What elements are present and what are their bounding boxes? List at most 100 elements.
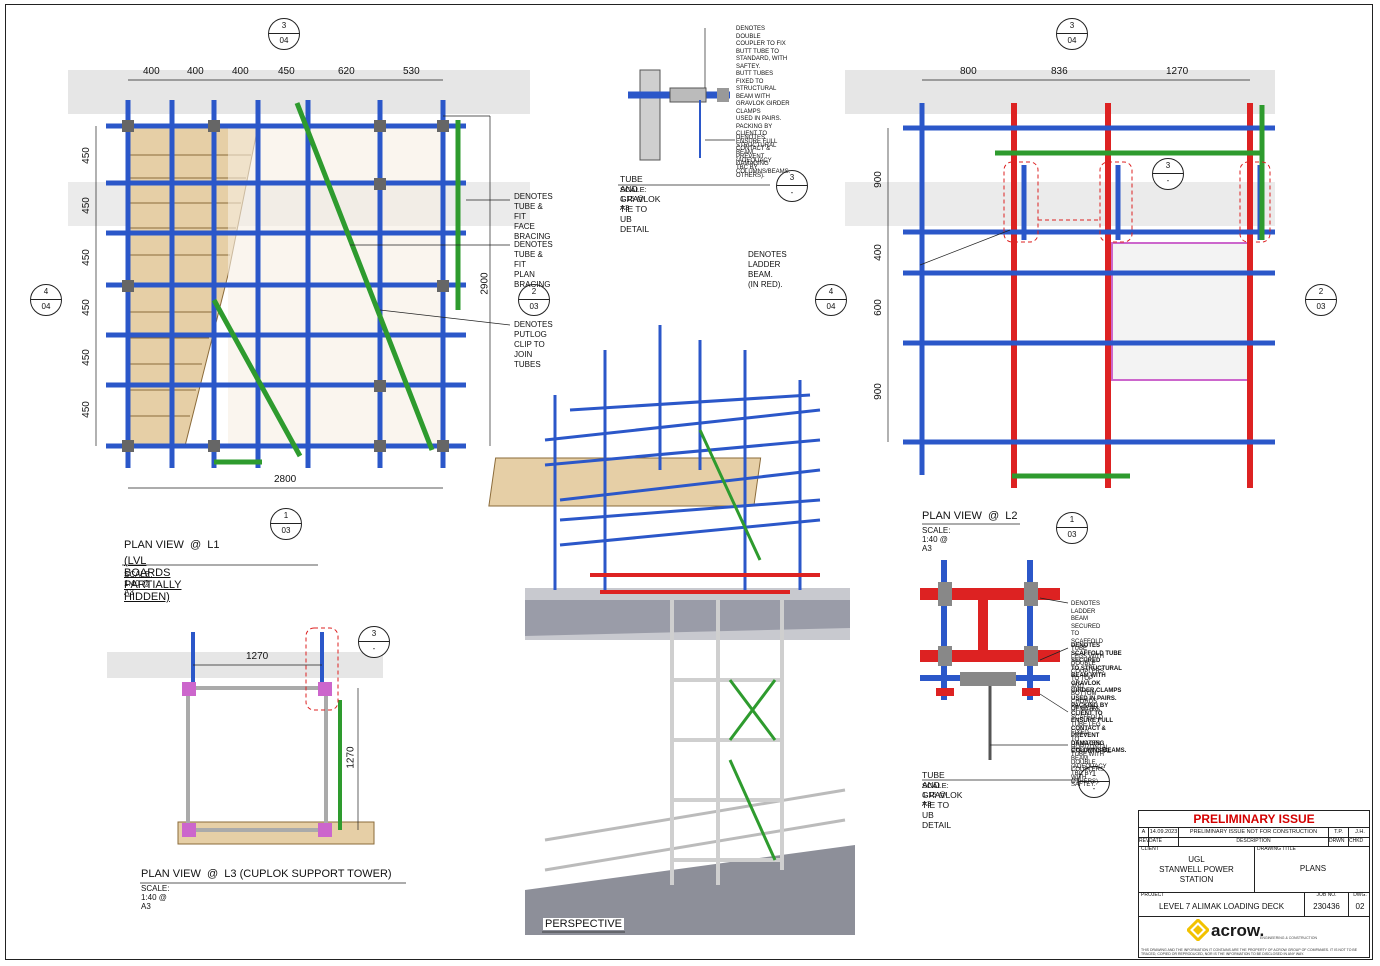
description-header: DESCRIPTION <box>1179 837 1329 846</box>
l1-dim-overall-height: 2900 <box>479 272 491 295</box>
note-line: DENOTES PUTLOG <box>514 320 553 339</box>
project-row: PROJECT LEVEL 7 ALIMAK LOADING DECK JOB … <box>1139 892 1369 917</box>
l1-dim-left-4: 450 <box>80 299 92 316</box>
note-line: DENOTES DOUBLE COUPLER TO FIX <box>736 26 786 47</box>
l2-scale: SCALE: 1:40 @ A3 <box>922 526 951 553</box>
marker-ref: 04 <box>41 302 51 311</box>
note-line: TO HORIZONTAL TUBE WITH DOUBLE <box>1071 737 1110 766</box>
note-putlog: DENOTES PUTLOG CLIP TO JOIN TUBES <box>514 320 553 370</box>
note-line: DENOTES TUBE & FIT <box>514 240 553 269</box>
note-line: TO STRUCTURAL BEAM WITH GRAVLOK <box>1071 665 1122 687</box>
client-label: CLIENT <box>1141 846 1159 852</box>
note-line: DENOTES LADDER BEAM SECURED TO <box>1071 601 1101 637</box>
note-scaffold-secured: DENOTES SCAFFOLD TUBE SECURED TO STRUCTU… <box>1071 643 1126 756</box>
note-line: DENOTES STRUCTURAL BEAM. <box>736 135 777 156</box>
project-cell: PROJECT LEVEL 7 ALIMAK LOADING DECK <box>1139 892 1305 916</box>
description-cell: PRELIMINARY ISSUE NOT FOR CONSTRUCTION <box>1179 828 1329 837</box>
note-line: CHORDS OF BEAM. <box>1071 698 1100 713</box>
detail-marker-3-top: 3 - <box>776 170 808 202</box>
drawing-title: PLANS <box>1299 864 1327 873</box>
drawing-title-label: DRAWING TITLE <box>1257 846 1296 852</box>
section-marker-2-03-l2: 2 03 <box>1305 284 1337 316</box>
title-block: PRELIMINARY ISSUE A 14.09.2023 PRELIMINA… <box>1138 810 1370 958</box>
marker-ref: - <box>1166 176 1170 185</box>
detail1-title: TUBE AND GRAVLOK TIE TO UB DETAIL <box>620 174 661 234</box>
chkd-header: CHKD <box>1349 838 1364 844</box>
marker-num: 1 <box>1057 513 1087 528</box>
note-line: (ADEQUACY TBC BY OTHERS). <box>1071 763 1107 785</box>
l1-dim-top-2: 400 <box>187 66 204 77</box>
note-ladder-secured: DENOTES LADDER BEAM SECURED TO SCAFFOLD … <box>1071 601 1104 714</box>
note-line: DENOTES LADDER BEAM. <box>748 250 787 279</box>
note-structural-beam-1: DENOTES STRUCTURAL BEAM. (ADEQUACY TBC B… <box>736 135 776 180</box>
date-cell: 14.09.2023 <box>1149 828 1179 837</box>
detail-tube-gravlok-1 <box>628 28 730 161</box>
l3-dim-v: 1270 <box>345 746 357 769</box>
l2-dim-top-3: 1270 <box>1166 66 1189 77</box>
note-line: GIRDER CLAMPS USED IN PAIRS. <box>1071 688 1122 702</box>
acrow-logo-icon <box>1187 919 1209 941</box>
marker-ref: 04 <box>279 36 289 45</box>
l1-dim-top-5: 620 <box>338 66 355 77</box>
marker-ref: 03 <box>1067 530 1077 539</box>
note-leg-fixed: DENOTES SCAFFOLD TUBE LEG FIXED TO HORIZ… <box>1071 707 1109 790</box>
note-line: USED IN PAIRS. PACKING BY CLIENT TO <box>736 116 782 137</box>
project-name: LEVEL 7 ALIMAK LOADING DECK <box>1158 902 1285 911</box>
marker-num: 3 <box>1153 159 1183 174</box>
note-structural-beam-2: DENOTES STRUCTURAL BEAM. (ADEQUACY TBC B… <box>1071 741 1111 786</box>
marker-ref: - <box>790 188 794 197</box>
status-banner: PRELIMINARY ISSUE <box>1139 811 1369 828</box>
l2-dim-top-2: 836 <box>1051 66 1068 77</box>
client-row: CLIENT UGL STANWELL POWER STATION DRAWIN… <box>1139 846 1369 893</box>
marker-ref: 04 <box>1067 36 1077 45</box>
note-plan-bracing: DENOTES TUBE & FIT PLAN BRACING <box>514 240 553 290</box>
marker-num: 2 <box>519 285 549 300</box>
marker-ref: 03 <box>529 302 539 311</box>
marker-ref: - <box>1092 784 1096 793</box>
marker-num: 3 <box>1057 19 1087 34</box>
detail-marker-1: 1 - <box>1078 766 1110 798</box>
l3-scale: SCALE: 1:40 @ A3 <box>141 884 170 911</box>
note-double-coupler: DENOTES DOUBLE COUPLER TO FIX BUTT TUBE … <box>736 26 790 176</box>
dwg-number: 02 <box>1355 902 1365 911</box>
l1-dim-left-6: 450 <box>80 401 92 418</box>
note-line: BEAM WITH GRAVLOK GIRDER CLAMPS <box>736 93 790 115</box>
perspective-view <box>488 325 855 935</box>
plan-view-l3 <box>177 627 375 845</box>
dwg-label: DWG. <box>1353 892 1367 898</box>
client-line: UGL <box>1188 855 1205 864</box>
l1-scale: SCALE: 1:40 @ A3 <box>124 570 153 597</box>
l2-title: PLAN VIEW @ L2 <box>922 510 1018 522</box>
marker-ref: 04 <box>826 302 836 311</box>
perspective-title: PERSPECTIVE <box>543 918 625 930</box>
section-marker-2-03-l1: 2 03 <box>518 284 550 316</box>
l2-dim-left-3: 600 <box>872 299 884 316</box>
l1-subtitle: (LVL BOARDS PARTIALLY HIDDEN) <box>124 555 182 603</box>
l1-dim-top-1: 400 <box>143 66 160 77</box>
l1-dim-top-6: 530 <box>403 66 420 77</box>
plan-view-l2 <box>887 79 1275 488</box>
note-line: FACE BRACING <box>514 222 551 241</box>
client-name: UGL STANWELL POWER STATION <box>1139 855 1254 885</box>
note-line: COLUMNS/BEAMS. <box>1071 748 1127 754</box>
detail-tube-gravlok-2 <box>920 560 1060 760</box>
section-marker-4-04-l2: 4 04 <box>815 284 847 316</box>
note-line: DENOTES TUBE & FIT <box>514 192 553 221</box>
l1-dim-top-4: 450 <box>278 66 295 77</box>
job-number: 230436 <box>1313 902 1340 911</box>
detail-marker-3-l2: 3 - <box>1152 158 1184 190</box>
marker-num: 3 <box>777 171 807 186</box>
note-line: DENOTES STRUCTURAL BEAM. <box>1071 741 1112 762</box>
note-line: COUPLERS TO TOP AND BOTTOM <box>1071 668 1105 698</box>
plan-view-l1 <box>95 79 491 489</box>
company-name: acrow. <box>1211 921 1265 940</box>
job-label: JOB NO. <box>1316 892 1337 898</box>
note-line: ENSURE FULL CONTACT & PREVENT <box>736 138 778 160</box>
note-line: CLIP TO JOIN TUBES <box>514 340 545 369</box>
rev-cell: A <box>1139 828 1149 837</box>
marker-ref: - <box>372 644 376 653</box>
l2-dim-top-1: 800 <box>960 66 977 77</box>
project-label: PROJECT <box>1141 892 1165 898</box>
note-line: PACKING BY CLIENT TO ENSURE FULL <box>1071 703 1113 724</box>
